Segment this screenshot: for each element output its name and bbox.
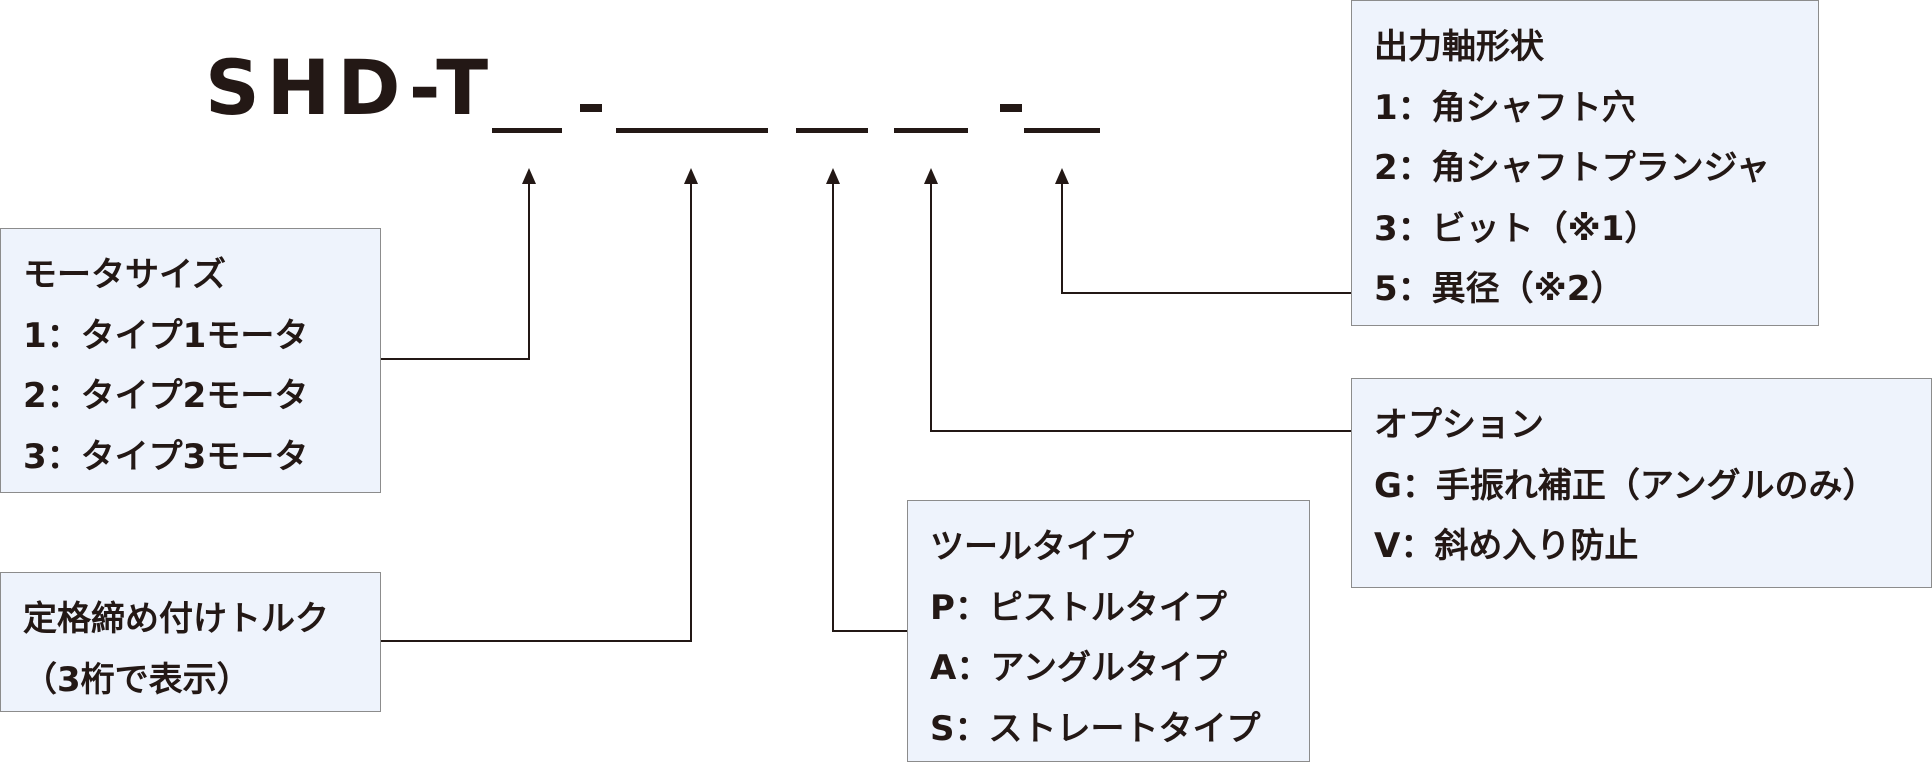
connector-option — [930, 180, 1352, 432]
tool-type-title: ツールタイプ — [930, 527, 1134, 567]
output-shaft-option-3: 3：ビット（※1） — [1374, 208, 1659, 249]
output-shaft-option-2: 2：角シャフトプランジャ — [1374, 148, 1770, 188]
blank-option — [894, 128, 968, 133]
tool-type-option-p: P：ピストルタイプ — [930, 587, 1227, 628]
arrow-torque — [684, 168, 698, 184]
arrow-output-shaft — [1055, 168, 1069, 184]
arrow-tool-type — [826, 168, 840, 184]
arrow-option — [924, 168, 938, 184]
option-g: G：手振れ補正（アングルのみ） — [1374, 465, 1877, 506]
motor-size-option-1: 1：タイプ1モータ — [23, 315, 309, 356]
connector-tool-type — [832, 180, 908, 632]
blank-torque — [616, 128, 768, 133]
separator-dash-2 — [1000, 104, 1022, 112]
option-title: オプション — [1374, 405, 1544, 445]
output-shaft-box: 出力軸形状 1：角シャフト穴 2：角シャフトプランジャ 3：ビット（※1） 5：… — [1351, 0, 1819, 326]
output-shaft-title: 出力軸形状 — [1374, 27, 1544, 67]
motor-size-box: モータサイズ 1：タイプ1モータ 2：タイプ2モータ 3：タイプ3モータ — [0, 228, 381, 493]
model-prefix: SHD-T — [205, 43, 496, 132]
tool-type-box: ツールタイプ P：ピストルタイプ A：アングルタイプ S：ストレートタイプ — [907, 500, 1310, 762]
torque-note: （3桁で表示） — [23, 659, 251, 700]
tool-type-option-a: A：アングルタイプ — [930, 648, 1227, 688]
torque-title: 定格締め付けトルク — [23, 599, 329, 639]
tool-type-option-s: S：ストレートタイプ — [930, 708, 1261, 749]
option-v: V：斜め入り防止 — [1374, 526, 1639, 566]
arrow-motor-size — [522, 168, 536, 184]
blank-tool-type — [796, 128, 868, 133]
connector-torque — [380, 180, 692, 642]
output-shaft-option-5: 5：異径（※2） — [1374, 269, 1625, 309]
connector-motor-size — [380, 180, 530, 360]
blank-output-shaft — [1024, 128, 1100, 133]
blank-motor-size — [492, 128, 562, 133]
connector-output-shaft — [1061, 180, 1352, 294]
torque-box: 定格締め付けトルク （3桁で表示） — [0, 572, 381, 712]
model-code: SHD-T — [205, 50, 495, 126]
motor-size-option-2: 2：タイプ2モータ — [23, 376, 309, 416]
motor-size-title: モータサイズ — [23, 255, 226, 295]
motor-size-option-3: 3：タイプ3モータ — [23, 436, 309, 477]
separator-dash-1 — [580, 104, 602, 112]
option-box: オプション G：手振れ補正（アングルのみ） V：斜め入り防止 — [1351, 378, 1932, 588]
output-shaft-option-1: 1：角シャフト穴 — [1374, 87, 1636, 128]
